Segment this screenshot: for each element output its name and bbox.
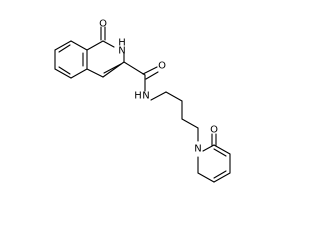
atom-label-n-amide: N bbox=[142, 91, 149, 102]
atom-label-n-pyridone: N bbox=[194, 144, 201, 155]
atom-label-o-pyridone: O bbox=[210, 125, 218, 136]
molecule-structure: O H N O N H N O bbox=[54, 19, 231, 183]
lactam-ring bbox=[86, 26, 125, 78]
benzene-ring bbox=[54, 40, 88, 79]
butyl-linker bbox=[150, 91, 199, 142]
atom-label-h-amide: H bbox=[134, 91, 142, 102]
atom-label-n-lactam: N bbox=[118, 46, 125, 57]
amide-group bbox=[123, 61, 159, 92]
pyridone-ring bbox=[197, 133, 231, 183]
atom-label-o-lactam: O bbox=[99, 19, 107, 30]
atom-label-o-amide: O bbox=[158, 61, 166, 72]
atom-label-h-lactam: H bbox=[118, 38, 126, 49]
